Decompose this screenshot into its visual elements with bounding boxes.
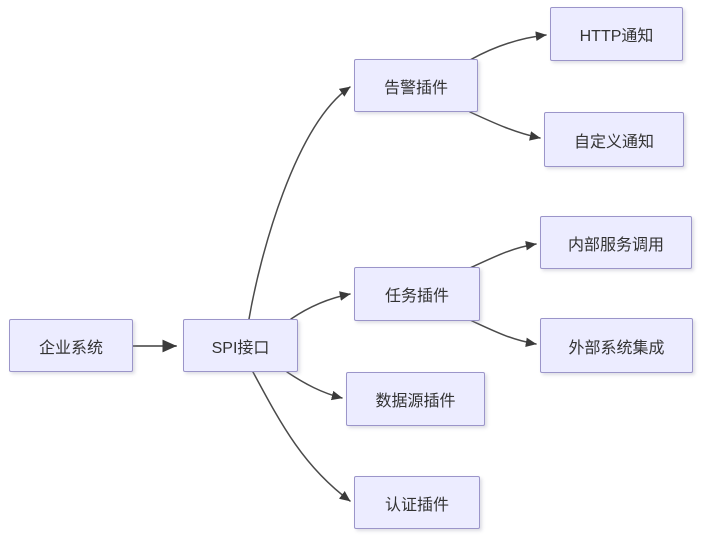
- node-enterprise-system: 企业系统: [9, 319, 133, 372]
- edge-spi-to-datasource-plugin: [286, 371, 343, 401]
- node-label: 数据源插件: [375, 393, 456, 410]
- node-label: SPI接口: [211, 339, 270, 357]
- node-label: 企业系统: [38, 339, 103, 357]
- edge-task-to-external-system: [469, 319, 537, 348]
- edge-spi-to-auth-plugin: [252, 371, 351, 502]
- edge-task-to-internal-service: [469, 240, 537, 269]
- node-task-plugin: 任务插件: [354, 267, 480, 321]
- node-label: 认证插件: [384, 496, 449, 514]
- edge-spi-to-task-plugin: [290, 291, 351, 320]
- node-alert-plugin: 告警插件: [354, 59, 478, 112]
- node-label: HTTP通知: [579, 28, 654, 45]
- node-datasource-plugin: 数据源插件: [346, 372, 485, 426]
- edge-alert-to-custom-notify: [469, 111, 541, 141]
- node-auth-plugin: 认证插件: [354, 476, 480, 529]
- node-internal-service-call: 内部服务调用: [540, 216, 692, 269]
- node-label: 任务插件: [384, 288, 449, 305]
- node-external-system-integration: 外部系统集成: [540, 318, 693, 373]
- node-label: 内部服务调用: [567, 236, 664, 254]
- edge-spi-to-alert-plugin: [248, 86, 351, 320]
- node-custom-notification: 自定义通知: [544, 112, 684, 167]
- node-spi-interface: SPI接口: [183, 319, 298, 372]
- node-label: 自定义通知: [573, 133, 654, 151]
- node-label: 告警插件: [383, 79, 448, 97]
- edge-alert-to-http-notify: [469, 31, 547, 61]
- node-label: 外部系统集成: [568, 339, 665, 357]
- node-http-notification: HTTP通知: [550, 7, 683, 61]
